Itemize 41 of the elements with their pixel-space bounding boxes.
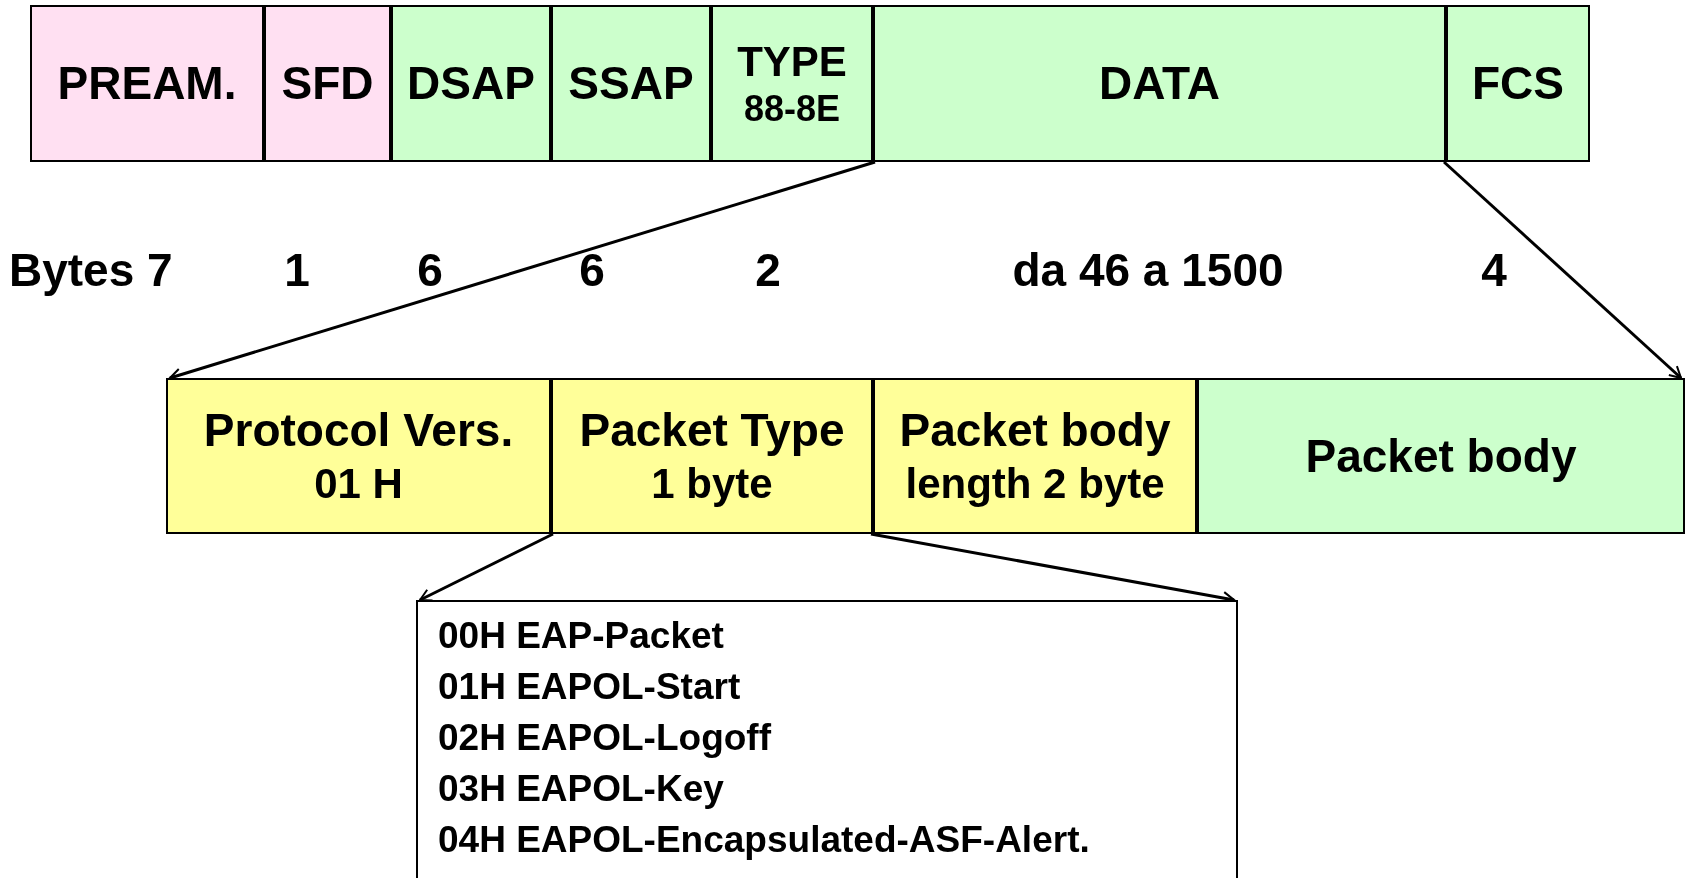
field-box — [711, 5, 873, 162]
field-box — [1197, 378, 1685, 534]
field-box — [264, 5, 391, 162]
field-name: SFD — [281, 56, 374, 111]
field-name: PREAM. — [57, 56, 237, 111]
field-name: SSAP — [568, 56, 694, 111]
byte-count: da 46 a 1500 — [1012, 243, 1284, 298]
field-value: length 2 byte — [905, 459, 1165, 509]
field-name: Packet body — [1305, 429, 1577, 484]
field-value: 88-8E — [743, 86, 841, 131]
packet-type-list — [416, 600, 1238, 878]
field-box — [30, 5, 264, 162]
list-item: 03H EAPOL-Key — [438, 767, 724, 811]
byte-count: Bytes 7 — [9, 243, 173, 298]
field-name: Protocol Vers. — [203, 403, 514, 458]
list-item: 04H EAPOL-Encapsulated-ASF-Alert. — [438, 818, 1090, 862]
field-box — [1446, 5, 1590, 162]
list-item: 02H EAPOL-Logoff — [438, 716, 771, 760]
byte-count: 2 — [755, 243, 781, 298]
field-box — [551, 5, 711, 162]
arrow — [1443, 160, 1682, 380]
field-box — [551, 378, 873, 534]
byte-count: 1 — [284, 243, 310, 298]
field-box — [391, 5, 551, 162]
field-name: Packet Type — [579, 403, 845, 458]
field-value: 01 H — [314, 459, 403, 509]
field-name: DSAP — [407, 56, 535, 111]
arrow — [419, 532, 554, 602]
byte-count: 6 — [579, 243, 605, 298]
field-name: TYPE — [737, 36, 847, 87]
field-box — [166, 378, 551, 534]
field-name: DATA — [1099, 56, 1220, 111]
list-item: 00H EAP-Packet — [438, 614, 724, 658]
field-name: Packet body — [899, 403, 1171, 458]
byte-count: 4 — [1481, 243, 1507, 298]
byte-count: 6 — [417, 243, 443, 298]
field-box — [873, 378, 1197, 534]
field-value: 1 byte — [651, 459, 773, 509]
field-box — [873, 5, 1446, 162]
list-item: 01H EAPOL-Start — [438, 665, 741, 709]
field-name: FCS — [1472, 56, 1564, 111]
